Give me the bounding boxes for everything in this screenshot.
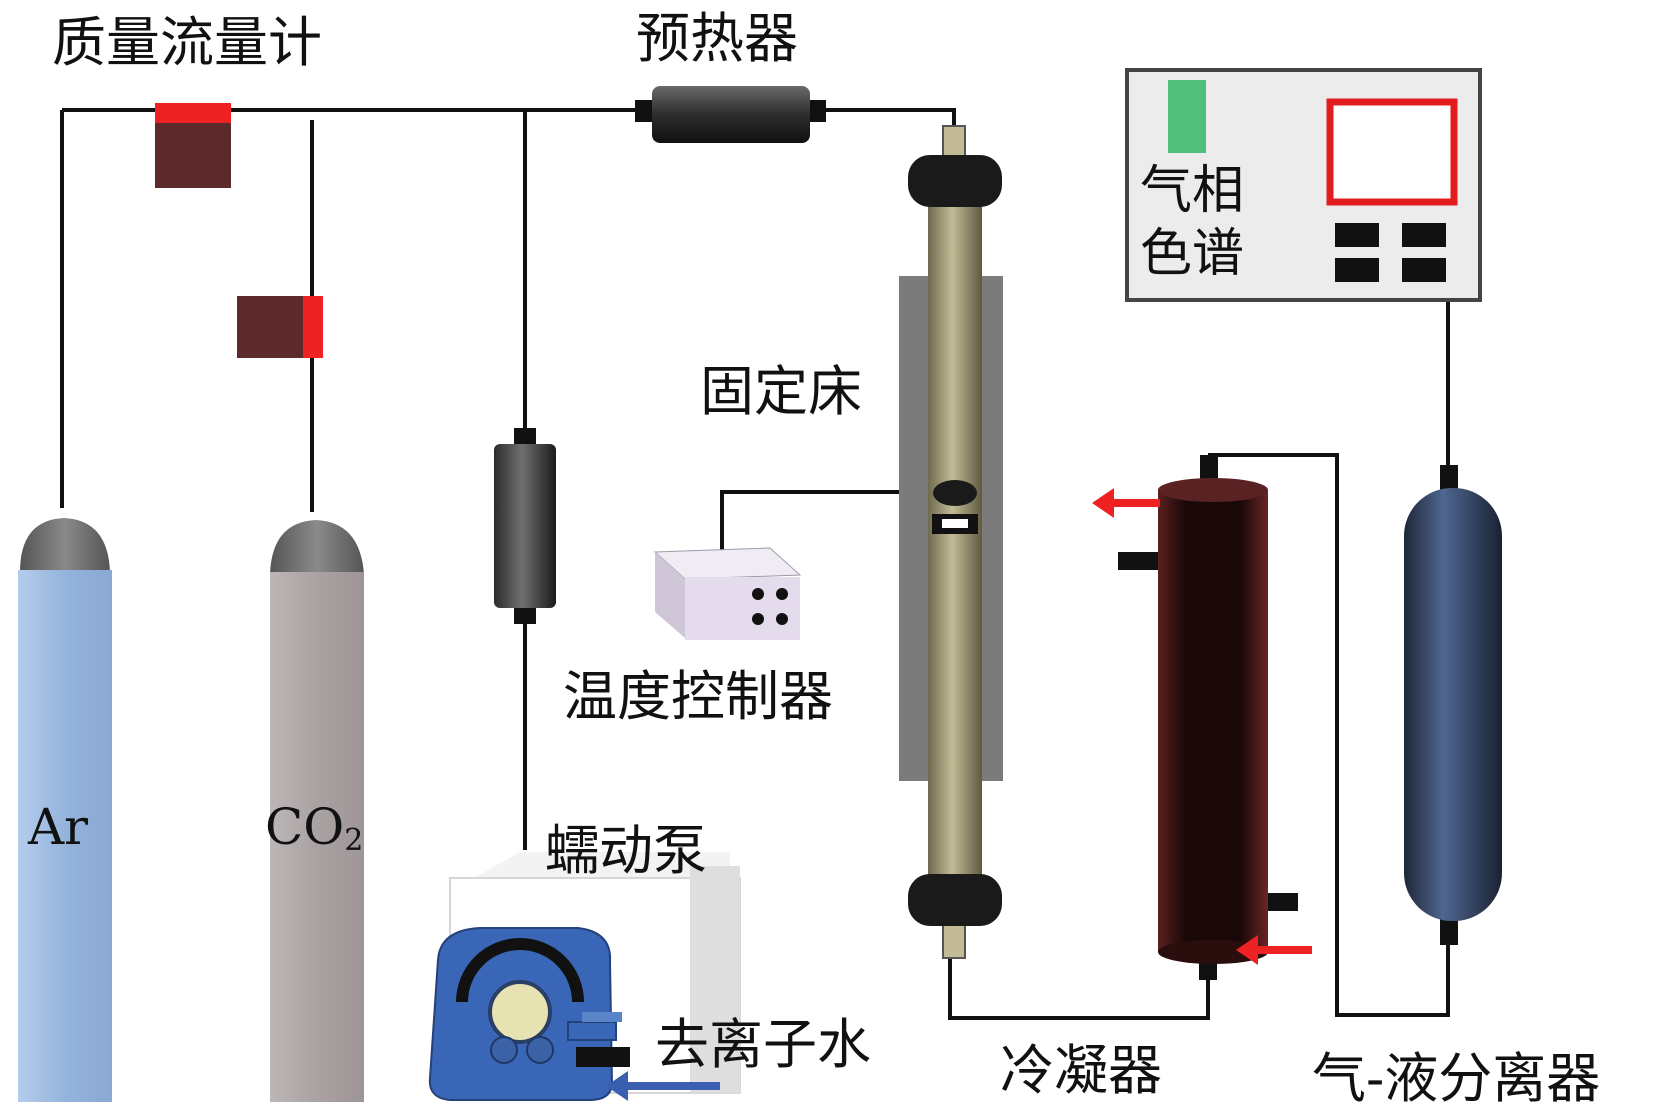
pump-rotor [488,980,552,1044]
label-condenser: 冷凝器 [1000,1039,1162,1102]
reactor-bottom-flange [908,874,1002,926]
condenser-top-face [1158,478,1268,502]
preheater [635,86,826,143]
label-mass-flow-meter: 质量流量计 [52,11,322,74]
mass-flow-meter-co2 [237,296,323,358]
label-co2: CO2 [265,802,363,856]
temperature-controller [653,547,802,640]
mass-flow-meter-ar [155,103,231,188]
label-peristaltic-pump: 蠕动泵 [545,819,707,882]
fixed-bed-reactor [899,125,1003,959]
pump-outlet-tube [576,1047,630,1067]
controller-knob-1 [752,588,764,600]
label-gas-liquid-separator: 气-液分离器 [1312,1047,1601,1110]
ar-cylinder [18,518,112,1102]
ar-cylinder-cap [20,518,110,572]
condenser-body [1158,490,1268,952]
label-gc-line1: 气相 [1140,161,1245,221]
label-temp-controller: 温度控制器 [563,665,833,728]
co2-cylinder-cap [270,520,364,574]
gc-button-2 [1402,223,1446,247]
controller-knob-2 [776,588,788,600]
peristaltic-pump [428,852,741,1101]
controller-knob-4 [776,613,788,625]
label-gc-line2: 色谱 [1140,224,1245,284]
deionized-water-inlet-arrow [606,1071,720,1101]
label-ar: Ar [28,798,89,856]
separator-body [1404,488,1502,921]
label-co2-subscript: 2 [344,823,364,858]
gc-button-1 [1335,223,1379,247]
co2-cylinder-body [270,572,364,1102]
pump-housing-top [470,852,730,880]
gas-chromatograph [1125,68,1482,302]
co2-cylinder [270,520,364,1102]
ar-cylinder-body [18,570,112,1102]
thermocouple-port [933,480,977,506]
label-deionized-water: 去离子水 [655,1013,871,1076]
gc-button-3 [1335,258,1379,282]
gc-button-4 [1402,258,1446,282]
thermocouple-wire [720,490,910,552]
water-heater [494,428,556,624]
gas-liquid-separator [1404,465,1502,945]
label-fixed-bed: 固定床 [700,360,862,423]
gc-screen [1326,98,1458,206]
condenser [1092,455,1312,980]
top-header-pipe [62,108,956,125]
controller-knob-3 [752,613,764,625]
label-preheater: 预热器 [636,7,798,70]
gc-indicator [1168,80,1206,153]
reactor-to-condenser-pipe [948,950,1210,1020]
condenser-left-port [1118,552,1158,570]
label-co2-main: CO [265,798,345,856]
reactor-tube [928,180,982,890]
reactor-top-flange [908,155,1002,207]
